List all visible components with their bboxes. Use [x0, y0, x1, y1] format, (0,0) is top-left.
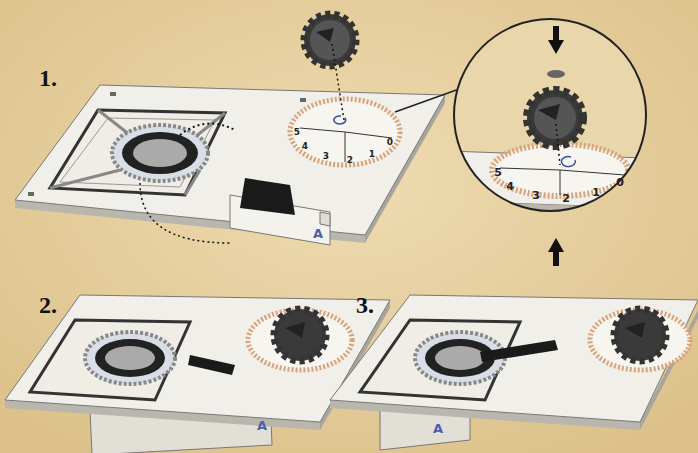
board-step-3: [330, 295, 698, 450]
tab-letter: A: [257, 419, 267, 432]
step-number: 3.: [356, 293, 374, 317]
tab-card: [230, 178, 330, 245]
step-number: 2.: [39, 293, 57, 317]
zoom-detail: [415, 19, 698, 266]
zoom-leader: [395, 88, 462, 112]
board-step-2: [5, 295, 390, 453]
dial-digit: 3: [532, 190, 540, 201]
dial-digit: 1: [369, 150, 375, 159]
dial-digit: 5: [294, 128, 300, 137]
dial-digit: 1: [592, 187, 600, 198]
dial-digit: 4: [302, 142, 308, 151]
step-number: 1.: [39, 66, 57, 90]
dial-digit: 5: [494, 167, 502, 178]
dial-digit: 4: [506, 181, 514, 192]
dial-digit: 0: [387, 138, 393, 147]
dial-gear: [304, 14, 356, 120]
dial-digit: 3: [323, 152, 329, 161]
tab-letter: A: [433, 422, 443, 435]
dial-digit: 0: [616, 177, 624, 188]
dial-digit: 2: [562, 193, 570, 204]
dial-digit: 2: [347, 156, 353, 165]
tab-letter: A: [313, 227, 323, 240]
